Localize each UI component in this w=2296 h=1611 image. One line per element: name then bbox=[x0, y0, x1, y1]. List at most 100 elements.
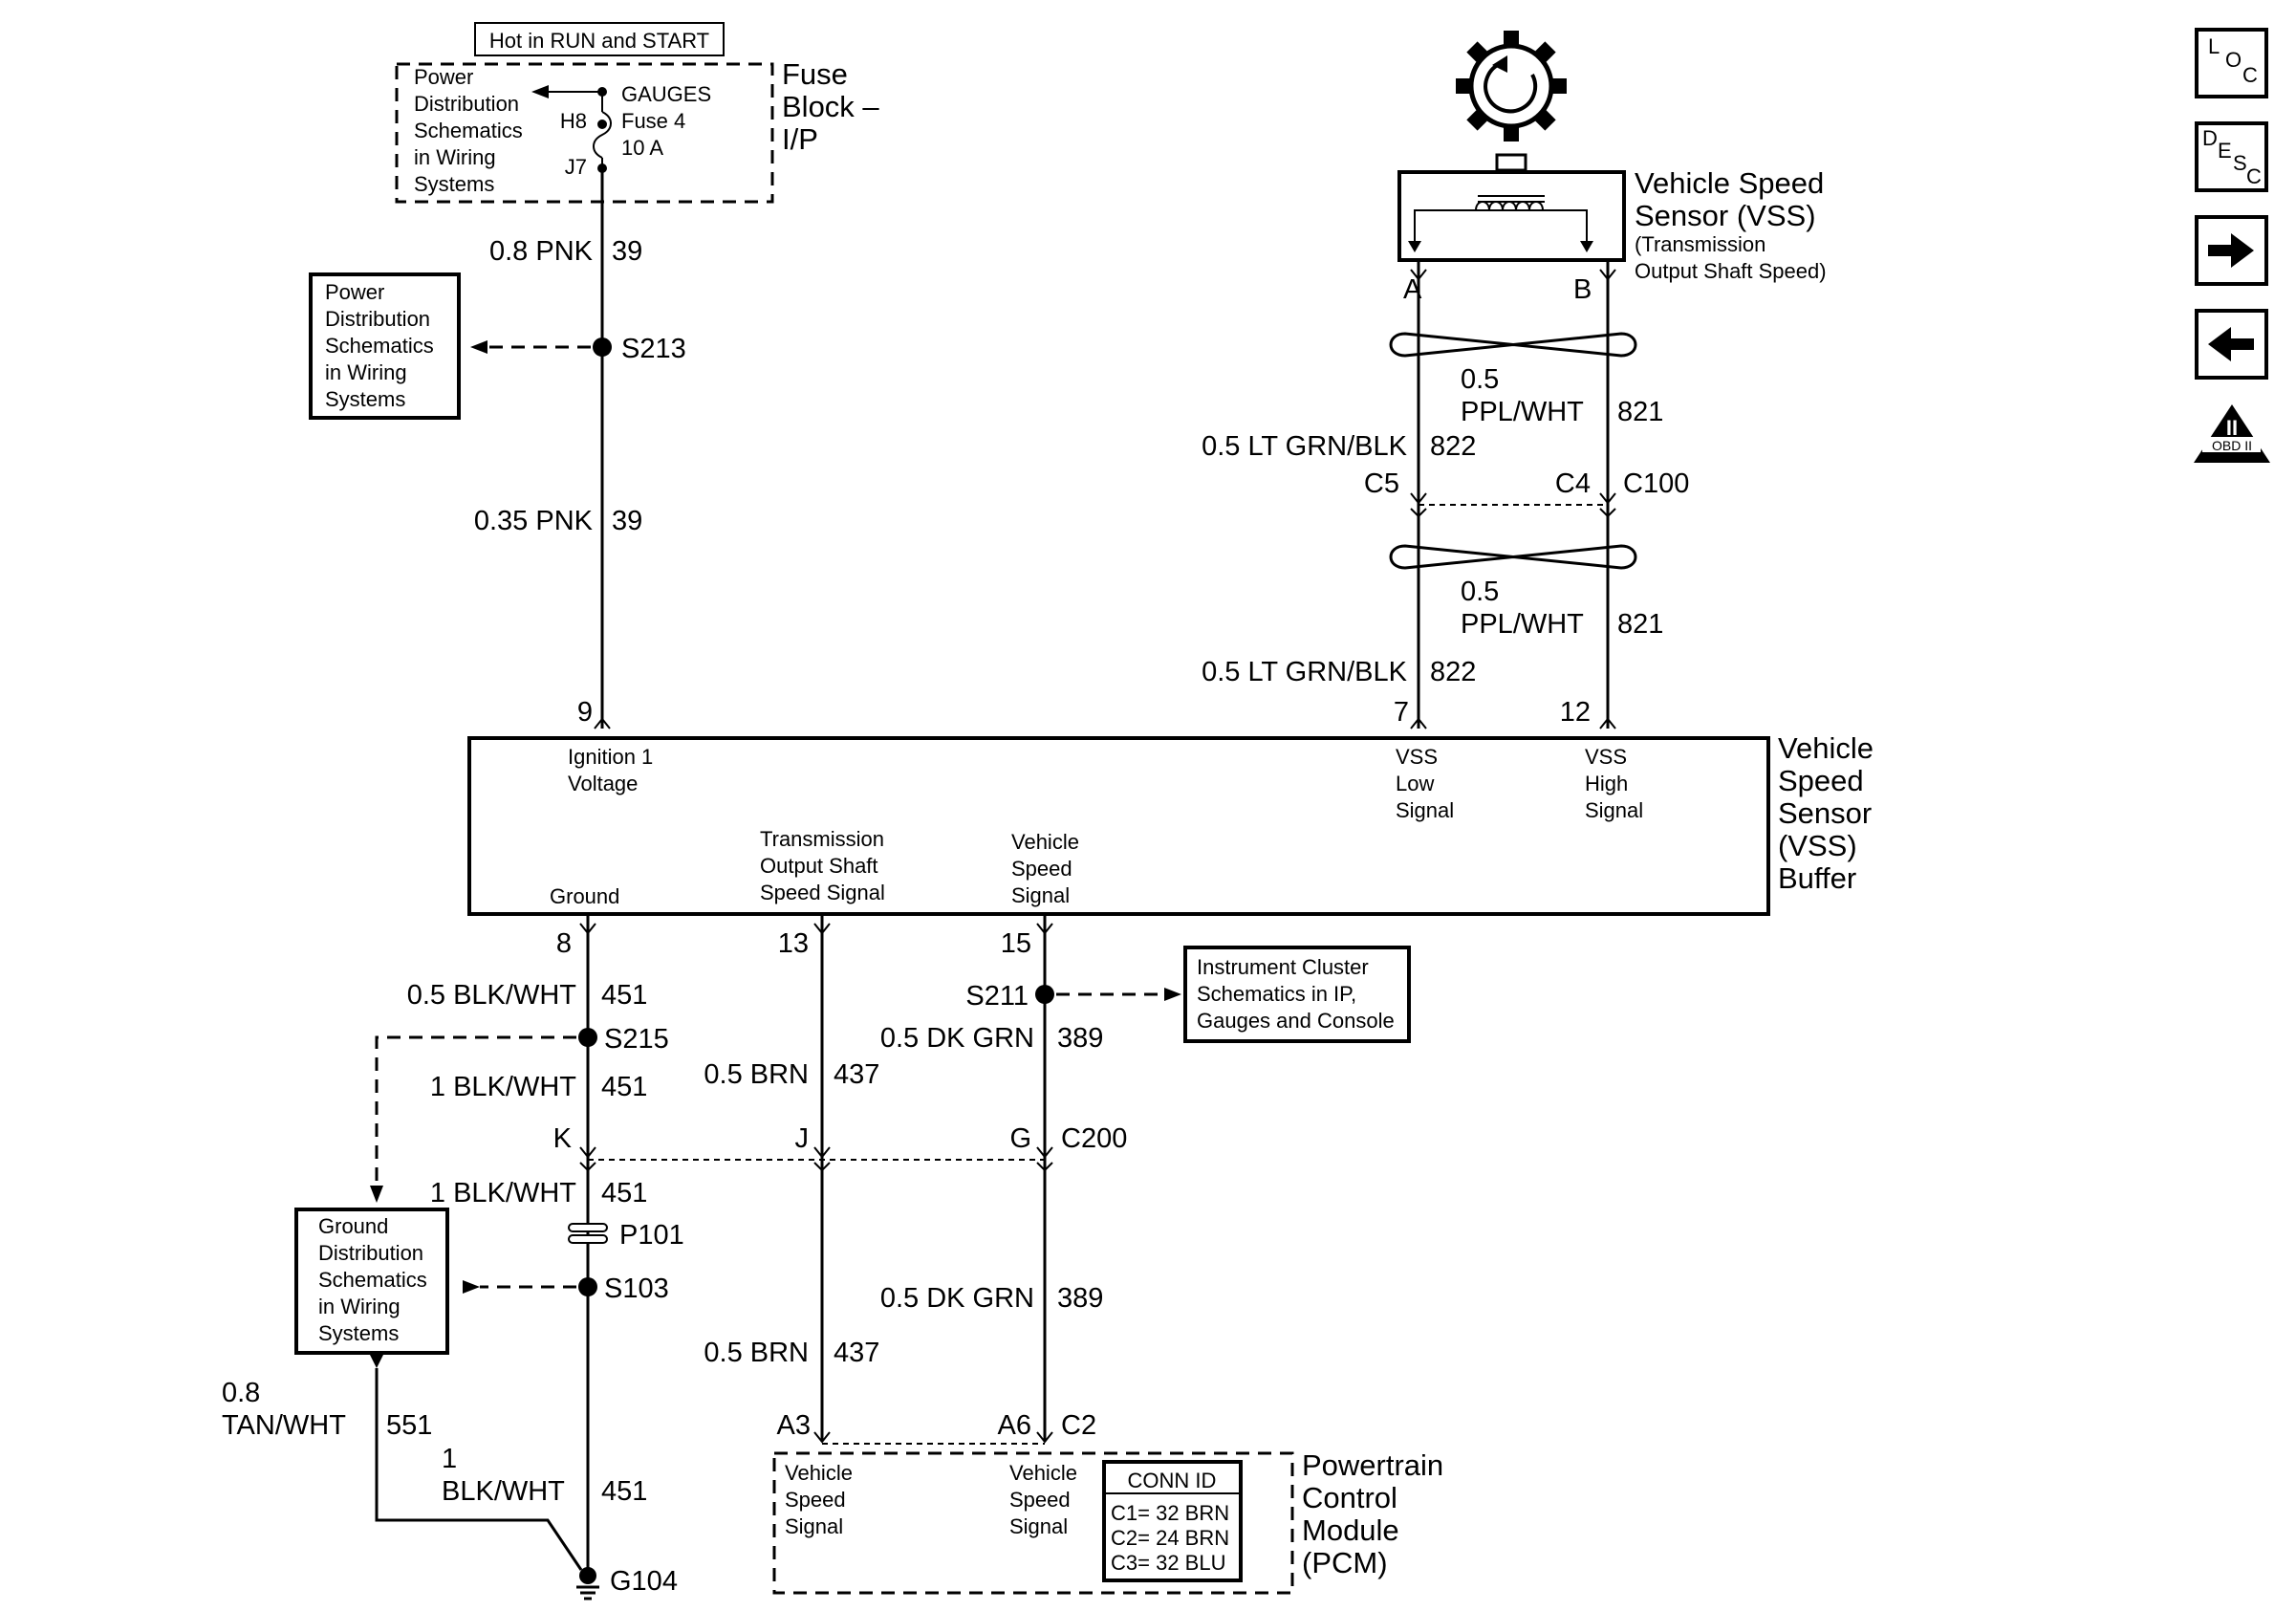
next-button[interactable] bbox=[2195, 215, 2268, 286]
s215-ref-arrow-icon bbox=[370, 1186, 383, 1203]
buffer-title-2: Speed bbox=[1778, 764, 1864, 797]
desc-letter-d: D bbox=[2202, 126, 2218, 150]
desc-letter-e: E bbox=[2218, 139, 2232, 163]
gnd-wire-1-circuit: 451 bbox=[601, 980, 647, 1011]
c100-right-pin: C4 bbox=[1555, 468, 1591, 499]
p101-pass-through-icon bbox=[568, 1223, 608, 1244]
pcm-label-a3-1: Vehicle bbox=[785, 1461, 853, 1485]
gnd-wire-4-color: BLK/WHT bbox=[442, 1476, 565, 1507]
s213-ref-arrow-icon bbox=[470, 340, 487, 354]
fuse-pin-in: H8 bbox=[560, 109, 587, 133]
vss-buffer: 9 7 12 Ignition 1 Voltage VSS Low Signal… bbox=[467, 697, 1874, 959]
buffer-label-low-2: Low bbox=[1396, 772, 1434, 795]
loc-letter-o: O bbox=[2225, 48, 2242, 72]
fuse-ref-line-2: Distribution bbox=[414, 92, 519, 116]
tan-wire-color: TAN/WHT bbox=[222, 1410, 346, 1441]
twisted-pair-upper-icon bbox=[1389, 332, 1637, 358]
hot-in-run-start-box bbox=[474, 22, 725, 56]
fuse-ref-line-1: Power bbox=[414, 65, 473, 89]
ground-ref-line-2: Distribution bbox=[318, 1241, 423, 1265]
vss-upper-high-circuit: 821 bbox=[1617, 397, 1663, 427]
fuse-name: GAUGES bbox=[621, 82, 711, 106]
tos-wire-1-circuit: 437 bbox=[834, 1059, 879, 1090]
pcm-title-2: Control bbox=[1302, 1481, 1397, 1514]
buffer-pin-vs: 15 bbox=[1001, 928, 1031, 959]
buffer-pin-gnd: 8 bbox=[556, 928, 572, 959]
splice-s103-label: S103 bbox=[604, 1274, 669, 1304]
fuse-block: Hot in RUN and START Fuse Block – I/P Po… bbox=[395, 22, 879, 204]
vss-upper-high-color: PPL/WHT bbox=[1461, 397, 1584, 427]
conn-id-row-3: C3= 32 BLU bbox=[1111, 1551, 1225, 1575]
buffer-label-high-1: VSS bbox=[1585, 745, 1627, 769]
arrow-right-icon bbox=[2208, 233, 2254, 268]
power-ref-line-4: in Wiring bbox=[325, 360, 407, 384]
vss-title-1: Vehicle Speed bbox=[1635, 166, 1824, 200]
fuse-block-title-1: Fuse bbox=[782, 57, 848, 91]
vss-lower-high-circuit: 821 bbox=[1617, 609, 1663, 640]
buffer-label-vs-3: Signal bbox=[1011, 883, 1070, 907]
description-button[interactable]: D E S C bbox=[2195, 121, 2268, 192]
ground-distribution-ref-box bbox=[294, 1208, 449, 1355]
s211-ref-arrow-icon bbox=[1164, 988, 1181, 1001]
hot-in-run-start-label: Hot in RUN and START bbox=[489, 29, 709, 53]
power-ref-line-1: Power bbox=[325, 280, 384, 304]
pcm-title-1: Powertrain bbox=[1302, 1448, 1443, 1482]
vss-upper-low-size-color: 0.5 LT GRN/BLK bbox=[1202, 431, 1408, 462]
buffer-title-5: Buffer bbox=[1778, 861, 1856, 895]
fuse-pin-out: J7 bbox=[565, 155, 587, 179]
gnd-wire-3-size-color: 1 BLK/WHT bbox=[430, 1178, 576, 1208]
splice-s215-label: S215 bbox=[604, 1024, 669, 1055]
fuse-block-outline bbox=[395, 62, 774, 204]
fuse-symbol-icon bbox=[593, 111, 612, 159]
buffer-label-gnd: Ground bbox=[550, 884, 619, 908]
pcm-title-3: Module bbox=[1302, 1513, 1399, 1547]
gnd-wire-2-size-color: 1 BLK/WHT bbox=[430, 1072, 576, 1102]
buffer-label-tos-3: Speed Signal bbox=[760, 881, 885, 904]
ign-wire-upper-size-color: 0.8 PNK bbox=[489, 236, 594, 267]
buffer-label-high-2: High bbox=[1585, 772, 1628, 795]
buffer-title-1: Vehicle bbox=[1778, 731, 1874, 765]
pcm-pin-a6: A6 bbox=[998, 1410, 1031, 1441]
tan-wire-circuit: 551 bbox=[386, 1410, 432, 1441]
buffer-pin-high: 12 bbox=[1560, 697, 1591, 728]
tan-wht-wire bbox=[375, 1368, 583, 1571]
power-ref-line-5: Systems bbox=[325, 387, 405, 411]
buffer-label-ign-1: Ignition 1 bbox=[568, 745, 653, 769]
ign-wire-upper-circuit: 39 bbox=[612, 236, 642, 267]
location-button[interactable]: L O C bbox=[2195, 28, 2268, 98]
fuse-ref-line-4: in Wiring bbox=[414, 145, 496, 169]
connector-c100: C5 C4 C100 bbox=[1364, 468, 1689, 518]
buffer-label-vs-2: Speed bbox=[1011, 857, 1072, 881]
gnd-wire-2-circuit: 451 bbox=[601, 1072, 647, 1102]
tos-wire-1-size-color: 0.5 BRN bbox=[704, 1059, 809, 1090]
c200-pin-j: J bbox=[795, 1123, 810, 1154]
desc-letter-c: C bbox=[2246, 164, 2262, 188]
tos-wire-2-size-color: 0.5 BRN bbox=[704, 1338, 809, 1368]
c200-name: C200 bbox=[1061, 1123, 1127, 1154]
ground-g104-icon bbox=[576, 1567, 599, 1600]
tan-wire-size: 0.8 bbox=[222, 1378, 260, 1408]
ign-wire-lower-size-color: 0.35 PNK bbox=[474, 506, 594, 536]
splice-s213-label: S213 bbox=[621, 334, 686, 364]
obd-ii-button[interactable]: II OBD II bbox=[2194, 404, 2270, 463]
vss-buffer-body bbox=[467, 736, 1770, 916]
gnd-wire-4-size: 1 bbox=[442, 1444, 457, 1474]
power-ref-line-3: Schematics bbox=[325, 334, 434, 358]
vehicle-speed-sensor: Vehicle Speed Sensor (VSS) (Transmission… bbox=[1397, 31, 1827, 305]
twisted-pair-lower-icon bbox=[1389, 544, 1637, 570]
buffer-label-low-3: Signal bbox=[1396, 798, 1454, 822]
buffer-pin-ign: 9 bbox=[577, 697, 593, 728]
vss-body bbox=[1397, 170, 1626, 262]
pcm-title-4: (PCM) bbox=[1302, 1546, 1388, 1579]
vss-subtitle-1: (Transmission bbox=[1635, 232, 1765, 256]
previous-button[interactable] bbox=[2195, 309, 2268, 380]
fuse-ref-arrow-icon bbox=[531, 85, 549, 98]
ground-ref-line-5: Systems bbox=[318, 1321, 399, 1345]
buffer-label-tos-1: Transmission bbox=[760, 827, 884, 851]
pcm-connector: C2 bbox=[1061, 1410, 1096, 1441]
fuse-rating: 10 A bbox=[621, 136, 663, 160]
tos-wire-2-circuit: 437 bbox=[834, 1338, 879, 1368]
vss-subtitle-2: Output Shaft Speed) bbox=[1635, 259, 1827, 283]
ign-wire-lower-circuit: 39 bbox=[612, 506, 642, 536]
